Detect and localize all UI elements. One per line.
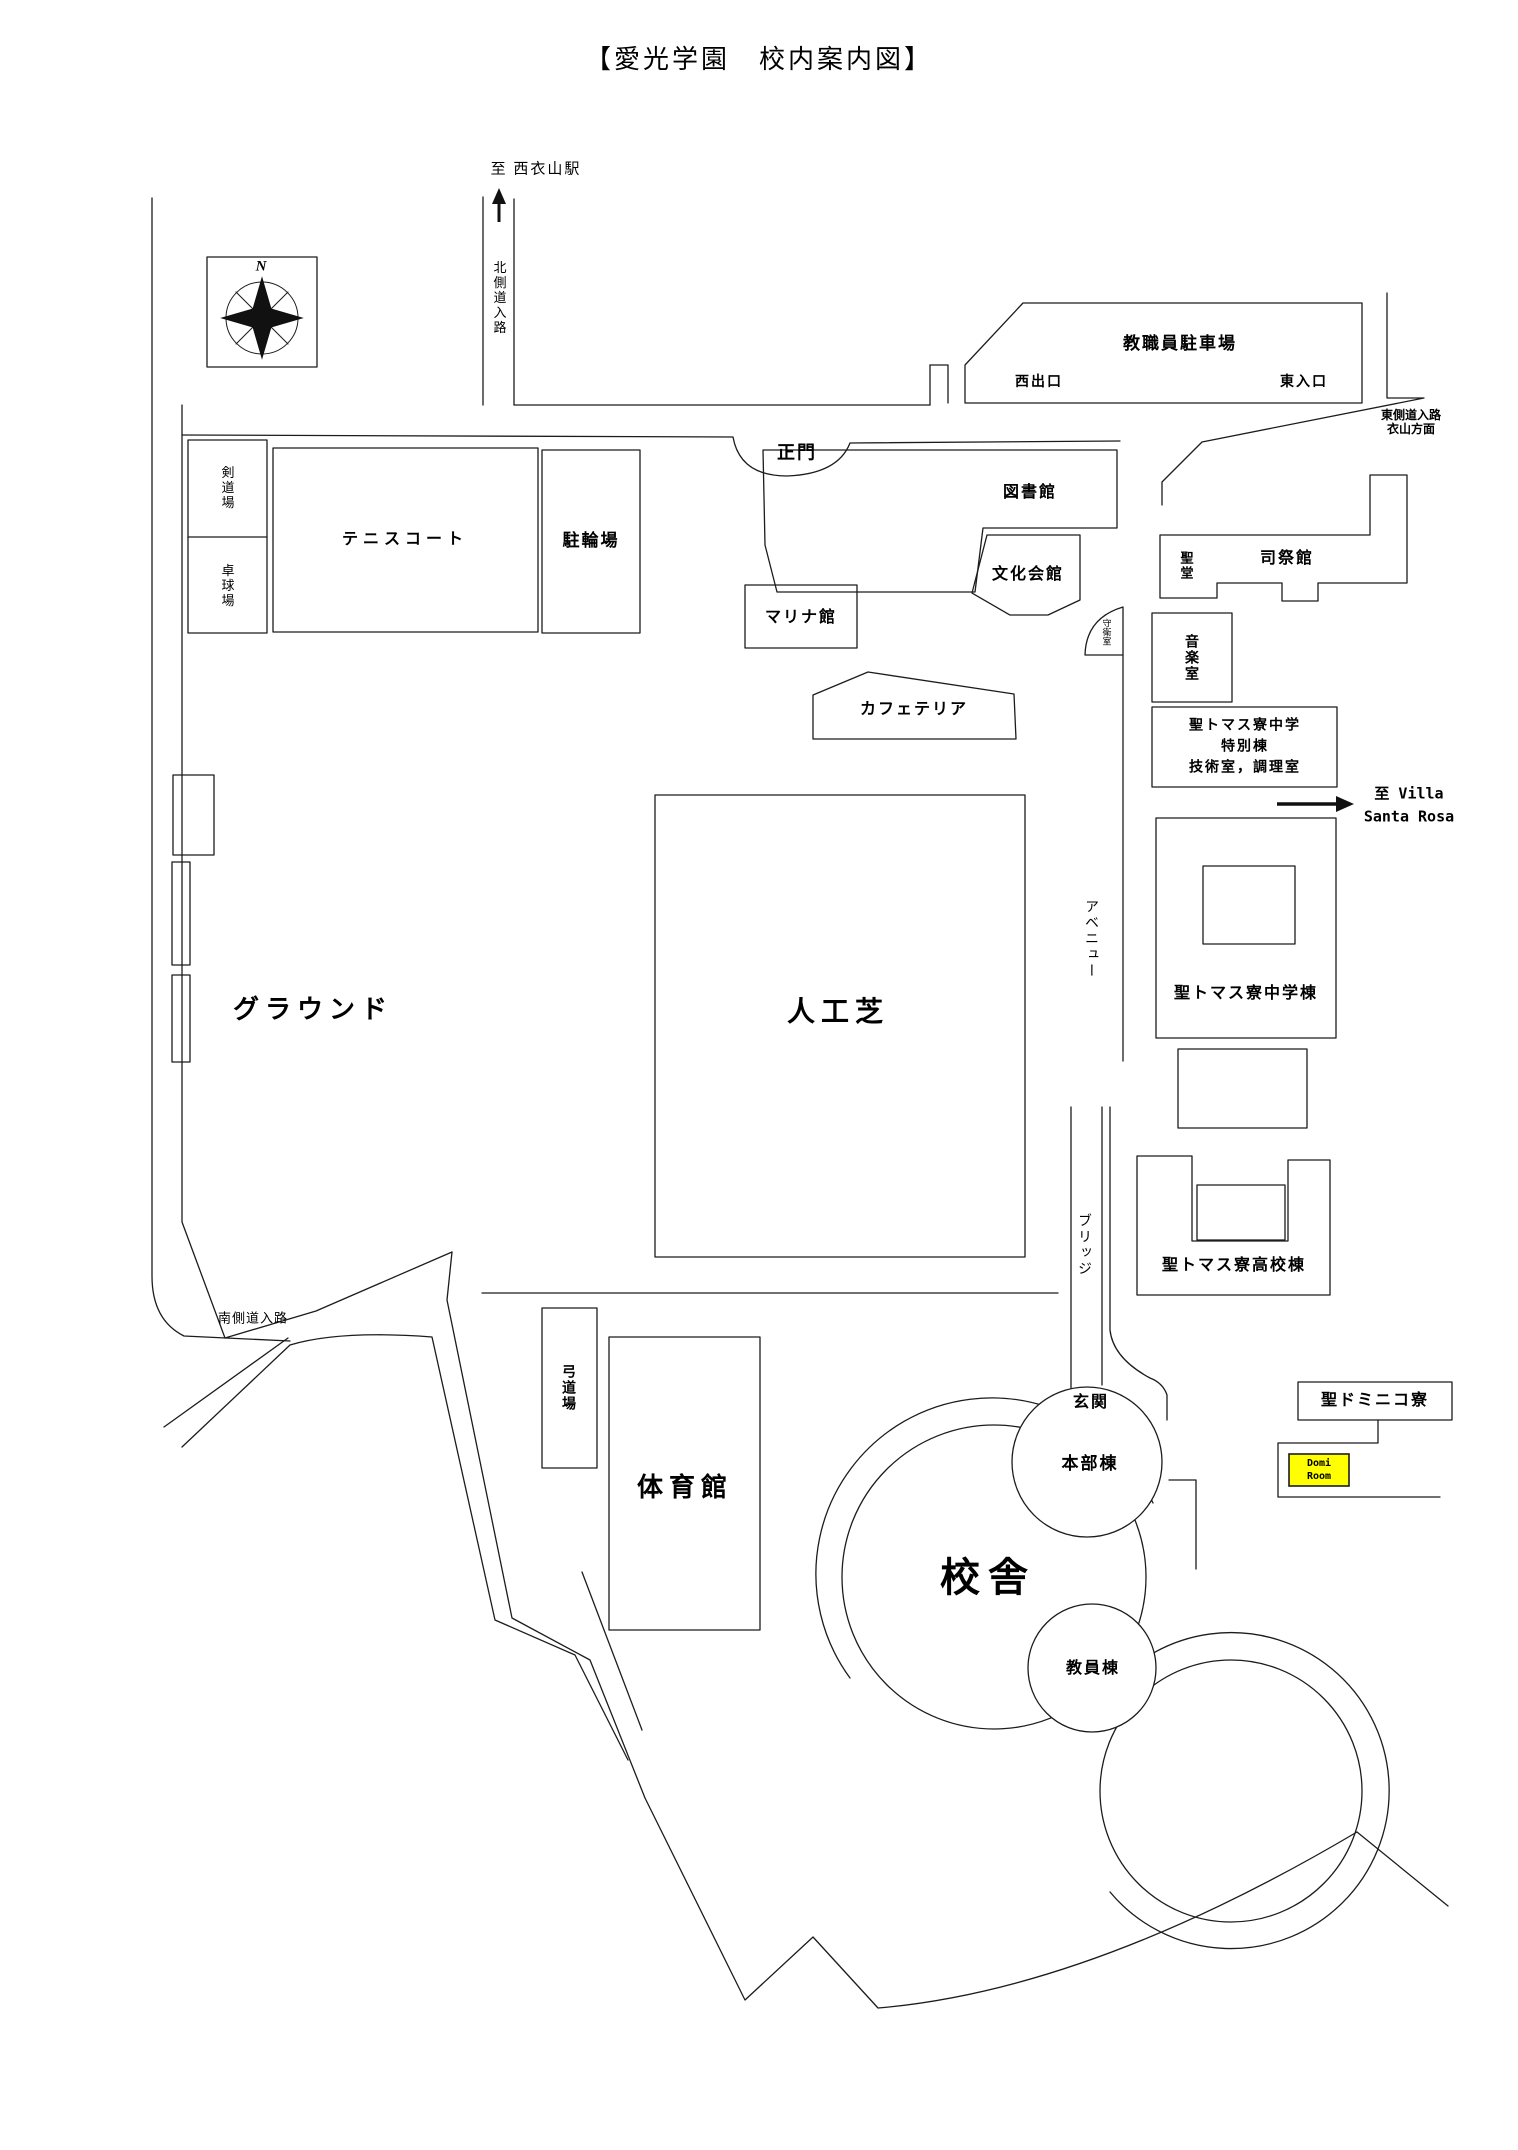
road-southwest-exit-1 (163, 1337, 289, 1428)
road-southwest-exit-2 (181, 1334, 629, 1761)
main-gate-label: 正門 (777, 442, 817, 463)
compass-star (220, 276, 304, 360)
domi-room-box (1288, 1453, 1350, 1487)
st-thomas-special-outline (1151, 706, 1338, 788)
table-tennis-label: 卓球場 (219, 563, 235, 609)
north-approach-label: 北側道入路 (491, 260, 507, 336)
road-west-outer (151, 197, 291, 1342)
music-room-label: 音楽室 (1184, 634, 1200, 682)
road-network (151, 196, 1449, 2009)
road-parking-access-2 (929, 364, 949, 404)
parking-lot-outline (964, 302, 1363, 404)
st-thomas-hs-label: 聖トマス寮高校棟 (1161, 1256, 1307, 1274)
gym-outline (608, 1336, 761, 1631)
bicycle-parking-label: 駐輪場 (562, 531, 620, 551)
to-station-label: 至 西衣山駅 (490, 161, 582, 178)
compass-rose (220, 276, 304, 360)
guard-room-outline (1084, 606, 1124, 656)
school-building-label: 校舎 (940, 1556, 1036, 1600)
parking-west-exit-label: 西出口 (1015, 372, 1063, 389)
parking-east-entrance-label: 東入口 (1280, 372, 1328, 389)
second-ring-inner-circle (1099, 1659, 1363, 1923)
compass-north-label: N (255, 258, 269, 275)
st-thomas-hs-outline (1136, 1155, 1331, 1296)
hq-label: 本部棟 (1061, 1454, 1119, 1474)
gym-label: 体育館 (636, 1472, 734, 1503)
shed-box-1 (172, 774, 215, 856)
road-west-inner (181, 404, 453, 1339)
st-thomas-jhs-courtyard (1202, 865, 1296, 945)
kendo-label: 剣道場 (219, 465, 235, 511)
culture-hall-outline (971, 534, 1081, 616)
chapel-priest-outline (1159, 474, 1408, 602)
culture-hall-label: 文化会館 (991, 565, 1065, 583)
library-label: 図書館 (1002, 483, 1058, 501)
road-southeast-exit (1356, 1831, 1449, 1907)
domi-room-label: Domi Room (1306, 1458, 1332, 1482)
st-dominic-label: 聖ドミニコ寮 (1320, 1391, 1430, 1409)
south-approach-label: 南側道入路 (217, 1310, 289, 1326)
tennis-court-label: テニスコート (341, 530, 469, 548)
road-ring-corridor (1168, 1479, 1197, 1570)
cafeteria-label: カフェテリア (859, 700, 969, 718)
arrows (492, 188, 1354, 812)
turf-label: 人工芝 (786, 995, 890, 1027)
guard-room-label: 守衛室 (1101, 618, 1112, 646)
st-thomas-hs-courtyard (1196, 1184, 1286, 1241)
shed-box-3 (171, 974, 191, 1063)
chapel-label: 聖堂 (1178, 551, 1194, 581)
hq-building-circle (1011, 1386, 1163, 1538)
road-gym-corner (581, 1571, 643, 1731)
archery-outline (541, 1307, 598, 1469)
music-room-outline (1151, 612, 1233, 703)
building-outlines (171, 256, 1453, 1631)
school-ring-complex (815, 1386, 1390, 1950)
to-villa-label: 至 Villa Santa Rosa (1363, 784, 1455, 826)
st-thomas-special-label: 聖トマス寮中学 特別棟 技術室，調理室 (1189, 716, 1301, 775)
road-bridge-branch (1109, 1106, 1168, 1421)
compass-box (206, 256, 318, 368)
east-approach-label: 東側道入路 衣山方面 (1380, 408, 1442, 436)
cafeteria-outline (812, 671, 1017, 740)
ground-label: グラウンド (232, 994, 394, 1025)
faculty-building-circle (1027, 1603, 1157, 1733)
shed-box-2 (171, 861, 191, 966)
entrance-label: 玄関 (1072, 1393, 1110, 1411)
bicycle-parking-outline (541, 449, 641, 634)
parking-label: 教職員駐車場 (1123, 334, 1237, 354)
road-main-gate-line (181, 434, 1121, 477)
archery-label: 弓道場 (561, 1364, 577, 1412)
st-thomas-jhs-outline (1155, 817, 1337, 1039)
library-outline (762, 449, 1118, 593)
marina-outline (744, 584, 858, 649)
priest-house-label: 司祭館 (1259, 549, 1315, 567)
st-thomas-jhs-label: 聖トマス寮中学棟 (1173, 984, 1319, 1002)
station-arrow-head (492, 188, 506, 204)
marina-label: マリナ館 (764, 608, 838, 626)
faculty-label: 教員棟 (1065, 1659, 1121, 1677)
page-title: 【愛光学園 校内案内図】 (584, 45, 934, 75)
turf-outline (654, 794, 1026, 1258)
st-dominic-outline (1297, 1381, 1453, 1421)
tennis-court-outline (272, 447, 539, 633)
second-ring-outer-arc (1100, 1631, 1390, 1950)
school-ring-inner-circle (841, 1424, 1147, 1730)
road-south-boundary (446, 1251, 1358, 2009)
villa-arrow-head (1336, 796, 1354, 812)
avenue-label: アベニュー (1084, 899, 1100, 979)
road-dominic-enclosure (1277, 1419, 1441, 1498)
bridge-label: ブリッジ (1077, 1213, 1093, 1277)
mid-dorm-box (1177, 1048, 1308, 1129)
road-east-boundary (1161, 292, 1425, 506)
